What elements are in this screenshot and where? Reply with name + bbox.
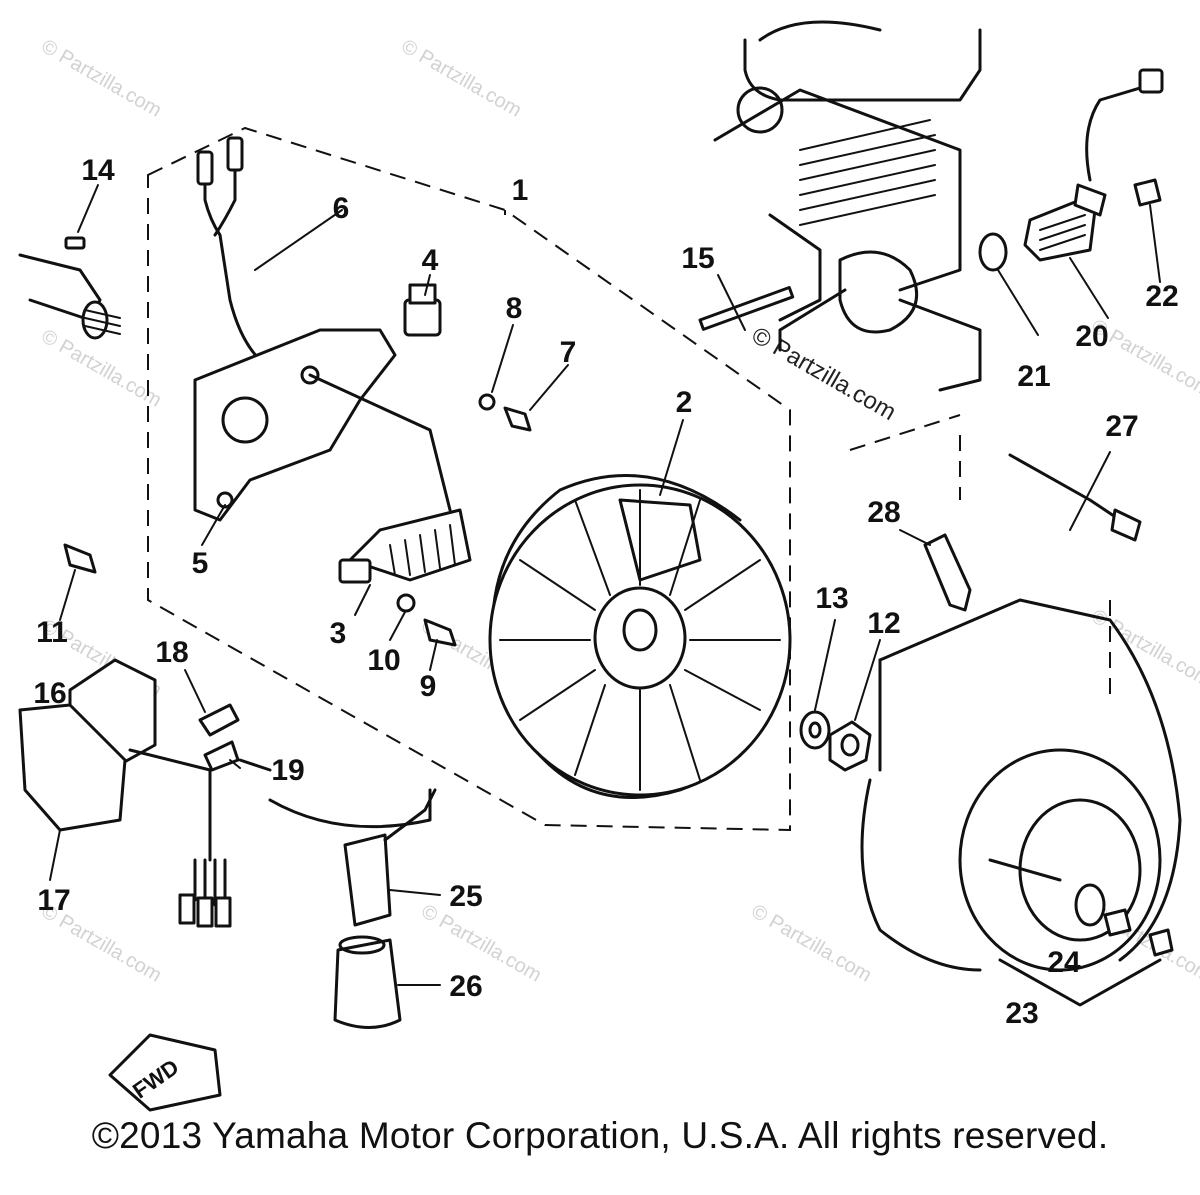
flywheel [488, 474, 792, 799]
screws [63, 393, 532, 647]
callout-11: 11 [36, 616, 68, 649]
callout-13: 13 [815, 582, 848, 615]
callout-7: 7 [560, 336, 577, 369]
cable-clip [923, 533, 972, 612]
callout-28: 28 [867, 496, 900, 529]
callout-23: 23 [1005, 997, 1038, 1030]
callout-10: 10 [367, 644, 400, 677]
callout-3: 3 [330, 617, 347, 650]
callout-17: 17 [37, 884, 70, 917]
engine-block [713, 20, 982, 392]
callout-27: 27 [1105, 410, 1138, 443]
callout-5: 5 [192, 547, 209, 580]
callout-12: 12 [867, 607, 900, 640]
callout-16: 16 [33, 677, 66, 710]
washer-nut [799, 710, 872, 772]
watermark: © Partzilla.com [398, 35, 526, 121]
callout-25: 25 [449, 880, 482, 913]
watermark: © Partzilla.com [748, 900, 876, 986]
callout-15: 15 [681, 242, 714, 275]
charge-coil [338, 508, 472, 584]
callout-20: 20 [1075, 320, 1108, 353]
copyright-notice: ©2013 Yamaha Motor Corporation, U.S.A. A… [91, 1115, 1109, 1156]
gasket-strip [698, 286, 795, 331]
spark-plug-cap [333, 788, 437, 1029]
callout-1: 1 [512, 174, 529, 207]
callout-6: 6 [333, 192, 350, 225]
watermark: © Partzilla.com [38, 35, 166, 121]
coil-bolts [198, 703, 240, 772]
watermark: © Partzilla.com [38, 325, 166, 411]
fwd-arrow-icon: FWD [108, 1033, 222, 1112]
callout-26: 26 [449, 970, 482, 1003]
callout-2: 2 [676, 386, 693, 419]
watermark: © Partzilla.com [747, 322, 901, 426]
throttle-cable [959, 435, 1142, 542]
starter-housing [849, 414, 1182, 972]
pulser-coil [403, 283, 442, 337]
callout-4: 4 [422, 244, 439, 277]
callout-8: 8 [506, 292, 523, 325]
callout-14: 14 [81, 154, 115, 187]
callout-9: 9 [420, 670, 437, 703]
ignition-coil [18, 658, 432, 928]
starter-handle [988, 858, 1174, 1007]
callout-22: 22 [1145, 280, 1178, 313]
oil-sensor [978, 68, 1164, 272]
stator-plate [193, 136, 452, 522]
watermark: © Partzilla.com [1088, 900, 1200, 986]
callout-18: 18 [155, 636, 188, 669]
woodruff-key [64, 236, 86, 250]
callout-21: 21 [1017, 360, 1050, 393]
crankshaft [18, 253, 121, 340]
leader-lines [49, 184, 1161, 986]
callout-19: 19 [271, 754, 304, 787]
callout-24: 24 [1047, 946, 1081, 979]
callout-labels: 1 2 3 4 5 6 7 8 9 10 11 12 13 14 15 16 1… [33, 154, 1178, 1030]
